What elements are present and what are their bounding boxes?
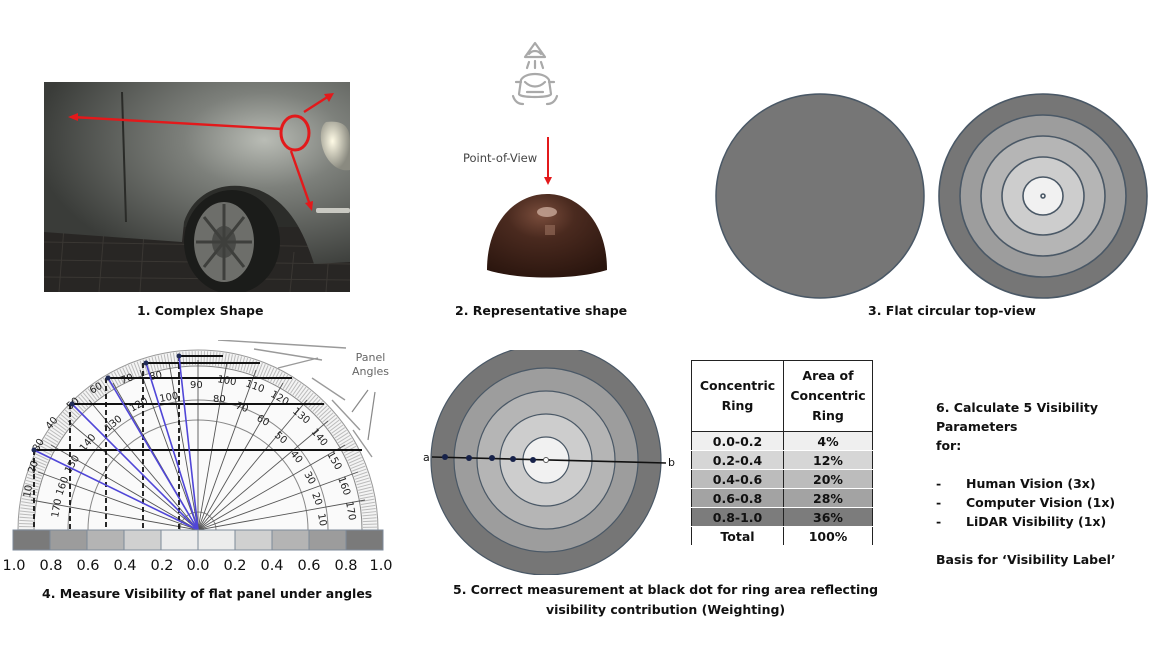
table-row: 0.0-0.2 4%	[691, 431, 873, 451]
ring-area: 4%	[783, 431, 873, 451]
panel-label-line2: Angles	[352, 365, 390, 378]
step5-caption: 5. Correct measurement at black dot for …	[453, 580, 878, 620]
bullet-dash: -	[936, 495, 942, 510]
car-illustration	[44, 82, 350, 292]
visibility-scale-labels: 1.0 0.8 0.6 0.4 0.2 0.0 0.2 0.4 0.6 0.8 …	[0, 558, 392, 578]
svg-text:10: 10	[315, 513, 328, 527]
ring-area: 12%	[783, 450, 873, 470]
step5-caption-line2: visibility contribution (Weighting)	[545, 602, 786, 617]
ring-range: 0.6-0.8	[691, 488, 784, 508]
parameter-label: LiDAR Visibility (1x)	[966, 514, 1107, 529]
table-row: 0.6-0.8 28%	[691, 488, 873, 508]
svg-text:170: 170	[50, 498, 64, 519]
table-row: 0.2-0.4 12%	[691, 450, 873, 470]
list-item: - Human Vision (3x)	[936, 474, 1170, 493]
ring-range: 0.4-0.6	[691, 469, 784, 489]
svg-text:10: 10	[22, 484, 35, 498]
panel-label-pointers	[351, 389, 376, 441]
line-label-a: a	[423, 451, 430, 464]
svg-text:20: 20	[309, 491, 324, 507]
svg-text:70: 70	[119, 372, 135, 387]
total-area: 100%	[783, 526, 873, 546]
list-item: - LiDAR Visibility (1x)	[936, 512, 1170, 531]
step4-caption: 4. Measure Visibility of flat panel unde…	[42, 586, 373, 601]
table-row: 0.4-0.6 20%	[691, 469, 873, 489]
ring-area: 28%	[783, 488, 873, 508]
svg-text:80: 80	[149, 370, 163, 383]
scale-label: 0.2	[150, 558, 174, 574]
svg-text:100: 100	[159, 391, 180, 405]
ring-area: 36%	[783, 507, 873, 527]
list-item: - Computer Vision (1x)	[936, 493, 1170, 512]
header-text: Area of	[802, 368, 854, 383]
svg-text:80: 80	[213, 394, 226, 405]
view-angle-lines	[33, 355, 199, 531]
dome-shape	[487, 194, 607, 278]
scale-label: 1.0	[369, 558, 393, 574]
step6-footer: Basis for ‘Visibility Label’	[936, 552, 1116, 567]
ring-range: 0.8-1.0	[691, 507, 784, 527]
car-sensor-icon	[511, 41, 559, 106]
header-concentric-ring: Concentric Ring	[691, 360, 784, 432]
bullet-dash: -	[936, 514, 942, 529]
scale-label: 1.0	[2, 558, 26, 574]
table-header-row: Concentric Ring Area of Concentric Ring	[691, 360, 873, 432]
point-of-view-label: Point-of-View	[463, 151, 538, 165]
ring-range: 0.2-0.4	[691, 450, 784, 470]
bullet-dash: -	[936, 476, 942, 491]
step6-title-line1: 6. Calculate 5 Visibility Parameters	[936, 400, 1098, 434]
ring-measurement-diagram: a b	[423, 350, 675, 575]
table-row: 0.8-1.0 36%	[691, 507, 873, 527]
step2-caption: 2. Representative shape	[455, 303, 628, 318]
ring-range: 0.0-0.2	[691, 431, 784, 451]
svg-text:90: 90	[190, 380, 203, 391]
header-text: Ring	[812, 408, 844, 423]
total-label: Total	[691, 526, 784, 546]
line-label-b: b	[668, 456, 675, 469]
step6-parameters: 6. Calculate 5 Visibility Parameters for…	[936, 398, 1170, 569]
parameter-label: Computer Vision (1x)	[966, 495, 1116, 510]
car-photo	[44, 82, 350, 292]
panel-angles-label: Panel Angles	[352, 351, 389, 379]
pov-arrow-icon	[544, 137, 552, 185]
flat-top-view-circles	[715, 93, 1148, 299]
step3-caption: 3. Flat circular top-view	[868, 303, 1036, 318]
header-text: Concentric	[699, 378, 776, 393]
scale-label: 0.8	[39, 558, 63, 574]
step1-caption: 1. Complex Shape	[137, 303, 264, 318]
header-area-of-ring: Area of Concentric Ring	[783, 360, 873, 432]
panel-label-line1: Panel	[355, 351, 386, 364]
scale-label: 0.0	[186, 558, 210, 574]
step6-title-line2: for:	[936, 438, 962, 453]
step5-caption-line1: 5. Correct measurement at black dot for …	[453, 582, 879, 597]
table-total-row: Total 100%	[691, 526, 873, 546]
scale-label: 0.2	[223, 558, 247, 574]
svg-text:170: 170	[343, 501, 357, 522]
scale-label: 0.6	[297, 558, 321, 574]
scale-label: 0.8	[334, 558, 358, 574]
scale-label: 0.6	[76, 558, 100, 574]
scale-label: 0.4	[260, 558, 284, 574]
scale-label: 0.4	[113, 558, 137, 574]
parameter-label: Human Vision (3x)	[966, 476, 1096, 491]
header-text: Ring	[721, 398, 754, 413]
ring-area-table: Concentric Ring Area of Concentric Ring …	[691, 360, 873, 546]
protractor-diagram: 90 100 110 120 130 140 150 160 170 80 70…	[12, 340, 384, 551]
ring-area: 20%	[783, 469, 873, 489]
header-text: Concentric	[790, 388, 866, 403]
visibility-scale-bar	[12, 529, 384, 551]
panel-angle-lines	[217, 340, 373, 458]
